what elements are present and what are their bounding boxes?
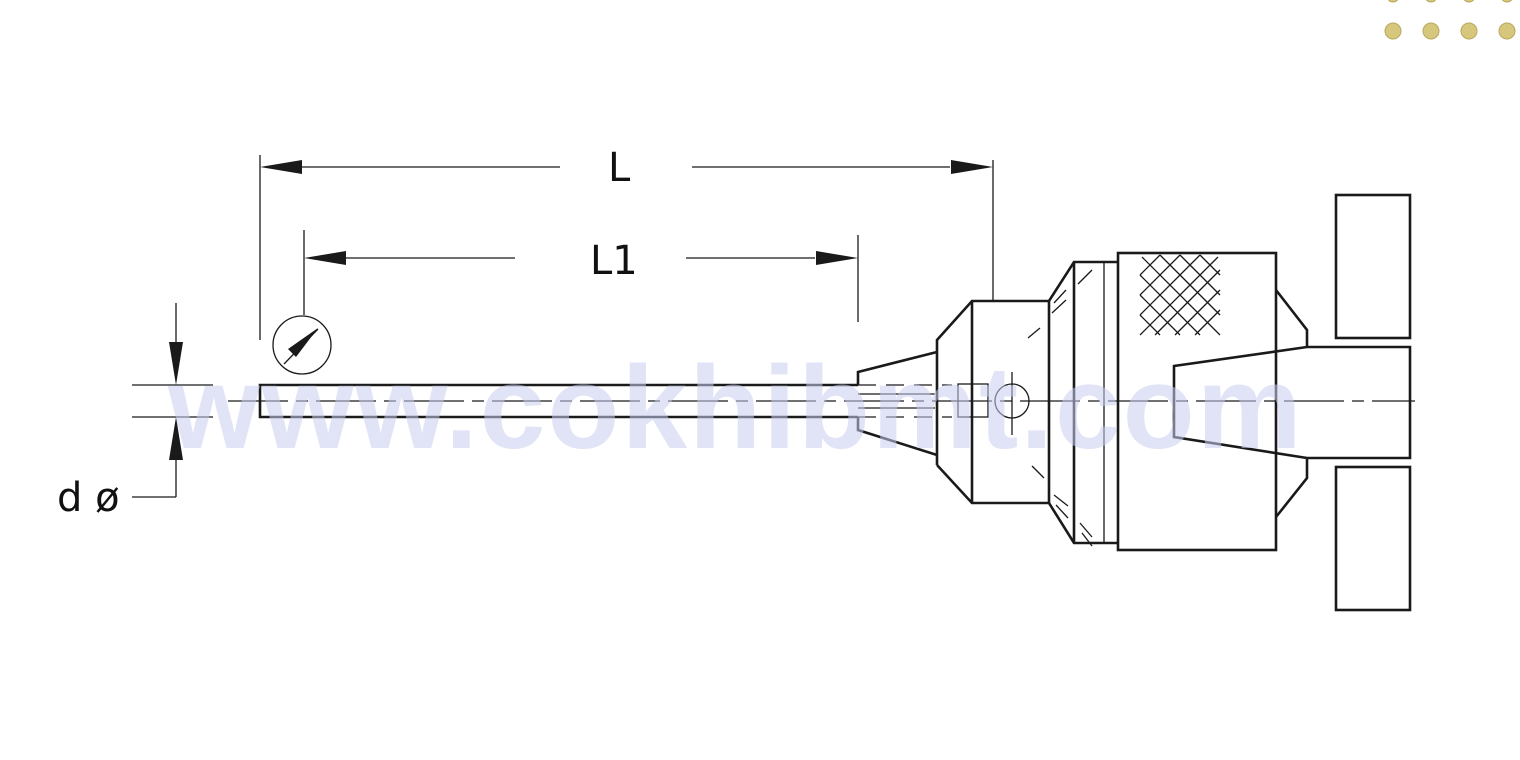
- label-d-diameter: d ø: [57, 475, 120, 521]
- spindle-section: [1334, 193, 1412, 612]
- decorative-dots: [1384, 0, 1516, 40]
- gauge-icon: [272, 315, 332, 375]
- drill-shank: [258, 350, 952, 457]
- label-L1: L1: [590, 238, 638, 284]
- arrowhead-icon: [304, 251, 346, 265]
- dimension-L: L: [259, 145, 994, 340]
- arrowhead-icon: [169, 417, 183, 460]
- knurl-pattern: [1139, 254, 1221, 336]
- dimension-d: d ø: [57, 303, 213, 521]
- arbor: [1172, 345, 1412, 460]
- dimension-L1: L1: [303, 230, 859, 322]
- arrowhead-icon: [951, 160, 993, 174]
- arrowhead-icon: [169, 342, 183, 385]
- arrowhead-icon: [816, 251, 858, 265]
- arrowhead-icon: [260, 160, 302, 174]
- watermark: www.cokhibmt.com: [167, 342, 1304, 474]
- chuck-body: [935, 251, 1309, 552]
- label-L: L: [608, 145, 631, 191]
